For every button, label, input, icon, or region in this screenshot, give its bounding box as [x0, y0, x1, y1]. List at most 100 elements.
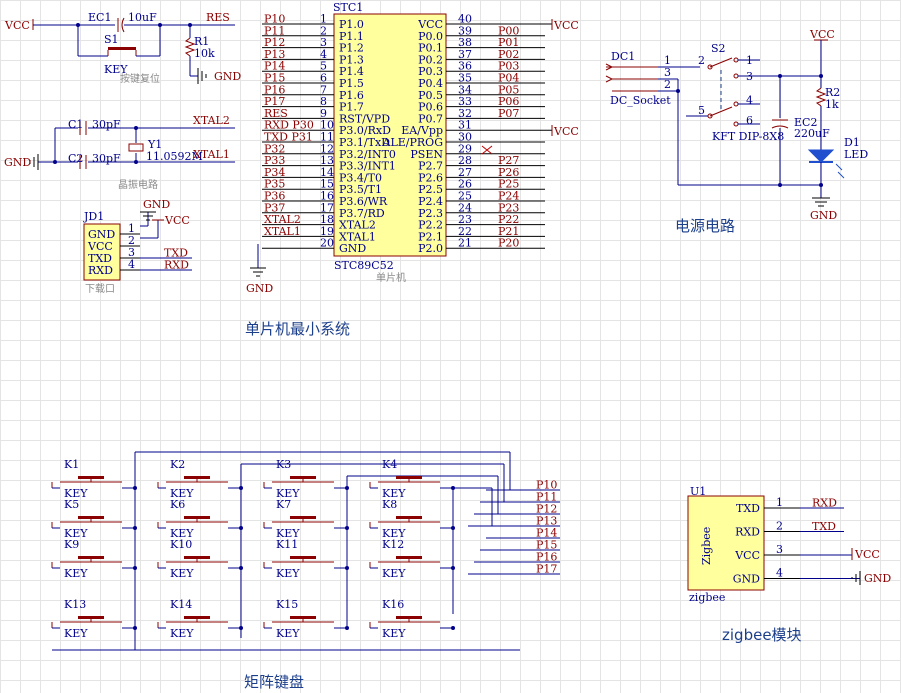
c2-ref: C2 [68, 152, 83, 165]
mcu-pin-7-name: P1.6 [339, 89, 364, 102]
key-K16-value: KEY [382, 627, 406, 640]
mcu-pin-33-name: P0.6 [418, 101, 443, 114]
cap-plate-curved [121, 17, 125, 33]
mcu-pin-24-name: P2.3 [418, 207, 443, 220]
junction [451, 626, 455, 630]
dc1-pin-2: 2 [664, 78, 671, 91]
junction [451, 566, 455, 570]
switch-contact [733, 73, 739, 79]
mcu-pin-30-name: ALE/PROG [382, 136, 443, 149]
junction [188, 23, 192, 27]
zigbee-pin-2-name: RXD [735, 526, 760, 539]
vcc-label-mcu-31: VCC [553, 125, 579, 138]
key-K10-ref: K10 [170, 538, 192, 551]
mcu-pin-23-name: P2.2 [418, 219, 443, 232]
mcu-pin-27-number: 27 [458, 166, 472, 179]
s2-pin-5: 5 [698, 104, 705, 117]
mcu-pin-19-name: XTAL1 [339, 230, 376, 243]
mcu-pin-4-net: P13 [264, 48, 285, 61]
mcu-pin-26-number: 26 [458, 178, 472, 191]
mcu-pin-40-name: VCC [417, 18, 443, 31]
mcu-pin-13-name: P3.3/INT1 [339, 160, 396, 173]
key-K1-value: KEY [64, 487, 88, 500]
mcu-pin-7-number: 7 [320, 83, 327, 96]
keypad-net-P16-label: P16 [536, 551, 557, 564]
key-K3-actuator [290, 476, 316, 479]
key-K4-actuator [396, 476, 422, 479]
crystal-circuit: GND C1 30pF C2 30pF Y1 11.0592M XTAL2 XT… [4, 114, 235, 191]
zigbee-pin-1-name: TXD [736, 502, 760, 515]
key-K13-ref: K13 [64, 598, 86, 611]
keypad-net-P17-label: P17 [536, 563, 557, 576]
zigbee-pin-2-net: TXD [812, 520, 836, 533]
mcu-pin-33-number: 33 [458, 95, 472, 108]
mcu-pin-27-net: P26 [498, 166, 519, 179]
vcc-label-reset: VCC [4, 19, 30, 32]
mcu-pin-25-net: P24 [498, 190, 519, 203]
mcu-pin-4-number: 4 [320, 48, 327, 61]
junction [345, 626, 349, 630]
mcu-pin-13-number: 13 [320, 154, 334, 167]
ec1-value: 10uF [128, 11, 157, 24]
junction [53, 160, 57, 164]
key-K11-value: KEY [276, 567, 300, 580]
gnd-label-crystal: GND [4, 156, 31, 169]
junction [133, 626, 137, 630]
key-K8-value: KEY [382, 527, 406, 540]
mcu-pin-2-number: 2 [320, 24, 327, 37]
led-ray [837, 171, 845, 179]
gnd-symbol [29, 154, 39, 170]
mcu-pin-4-name: P1.3 [339, 53, 364, 66]
mcu-pin-20-name: GND [339, 242, 366, 255]
key-K9-ref: K9 [64, 538, 79, 551]
junction [239, 526, 243, 530]
keypad-net-P11-label: P11 [536, 491, 557, 504]
junction [76, 23, 80, 27]
mcu-pin-8-net: P17 [264, 95, 285, 108]
mcu-pin-31-number: 31 [458, 119, 472, 132]
key-K7-actuator [290, 516, 316, 519]
dc1-ref: DC1 [611, 50, 635, 63]
mcu-pin-26-name: P2.5 [418, 183, 443, 196]
y1-ref: Y1 [147, 138, 162, 151]
key-K2-value: KEY [170, 487, 194, 500]
junction [819, 183, 823, 187]
key-K8-actuator [396, 516, 422, 519]
keypad-net-P10-label: P10 [536, 479, 557, 492]
junction [778, 183, 782, 187]
key-K2-actuator [184, 476, 210, 479]
mcu-pin-7-net: P16 [264, 83, 285, 96]
zigbee-pin-4-name: GND [733, 573, 760, 586]
mcu-pin-11-net: TXD P31 [264, 131, 313, 144]
keypad-net-P12-label: P12 [536, 503, 557, 516]
net-xtal1: XTAL1 [193, 148, 230, 161]
u1-name: zigbee [689, 591, 725, 604]
switch-contact [733, 121, 739, 127]
mcu-pin-17-net: P37 [264, 201, 285, 214]
key-K5-ref: K5 [64, 498, 79, 511]
mcu-pin-2-net: P11 [264, 24, 285, 37]
gnd-label-jd1: GND [143, 198, 170, 211]
switch-blade [709, 106, 733, 117]
crystal-y1 [128, 143, 144, 152]
vcc-label-mcu-40: VCC [553, 19, 579, 32]
mcu-pin-18-number: 18 [320, 213, 334, 226]
mcu-pin-1-net: P10 [264, 13, 285, 26]
key-K13-actuator [78, 616, 104, 619]
mcu-pin-16-number: 16 [320, 190, 334, 203]
key-K9-actuator [78, 556, 104, 559]
mcu-pin-3-net: P12 [264, 36, 285, 49]
c2-value: 30pF [92, 152, 121, 165]
switch-contact [733, 101, 739, 107]
c1-value: 30pF [92, 118, 121, 131]
mcu-pin-37-name: P0.2 [418, 53, 443, 66]
key-K7-ref: K7 [276, 498, 291, 511]
key-K3-ref: K3 [276, 458, 291, 471]
key-K10-value: KEY [170, 567, 194, 580]
mcu-pin-19-number: 19 [320, 225, 334, 238]
key-K14-value: KEY [170, 627, 194, 640]
